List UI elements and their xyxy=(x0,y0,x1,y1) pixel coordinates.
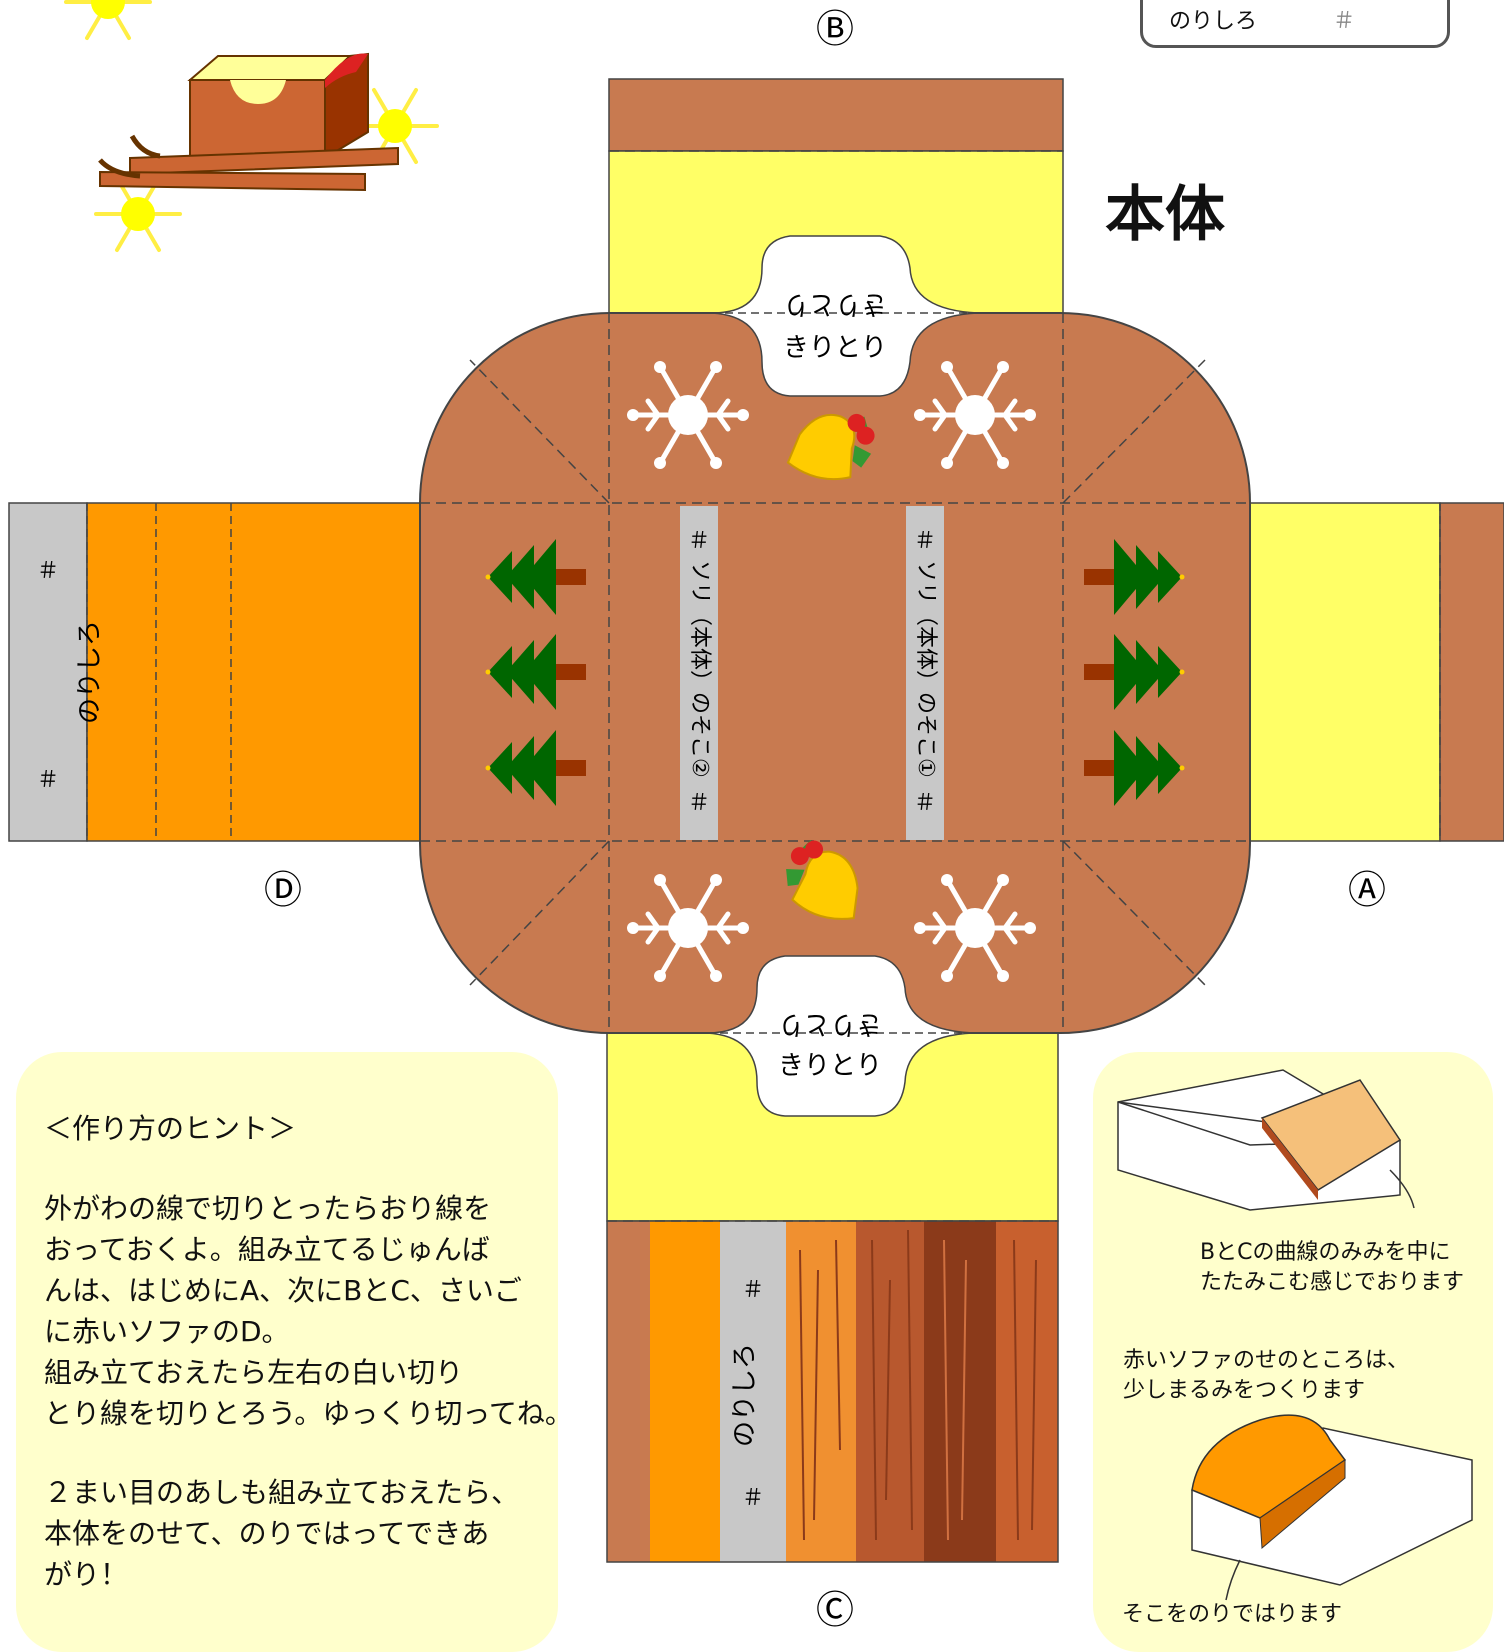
left-glue-strip xyxy=(8,502,88,842)
tip-1: BとCの曲線のみみを中に たたみこむ感じでおります xyxy=(1200,1240,1465,1295)
bottom-glue-strip-1 xyxy=(906,506,944,840)
cut-label-bottom-upside: きりとり xyxy=(778,1009,882,1039)
hash-mark: ＃ xyxy=(742,1278,764,1303)
hint-box xyxy=(16,1052,558,1652)
hint-heading: ＜作り方のヒント＞ xyxy=(44,1112,297,1145)
cut-label-top: きりとり xyxy=(783,333,887,363)
bottom-wood-strips xyxy=(606,1220,1059,1563)
marker-d: Ⓓ xyxy=(264,868,302,912)
left-glue-label: のりしろ xyxy=(75,620,105,724)
marker-a: Ⓐ xyxy=(1348,868,1386,912)
bottom-label-2: ソリ（本体）のそこ② xyxy=(687,560,712,778)
cut-label-bottom: きりとり xyxy=(778,1051,882,1081)
legend-mark: ＃ xyxy=(1333,9,1356,34)
tip-3: そこをのりではります xyxy=(1122,1602,1343,1627)
bottom-label-1: ソリ（本体）のそこ① xyxy=(913,560,938,778)
hash-mark: ＃ xyxy=(914,529,936,554)
yellow-snowflake-icon xyxy=(94,176,182,252)
legend: のりしろ ＃ xyxy=(1140,0,1450,48)
cutout-bottom xyxy=(706,955,974,1117)
page-title: 本体 xyxy=(1105,180,1225,250)
hash-mark: ＃ xyxy=(742,1486,764,1511)
hash-mark: ＃ xyxy=(688,529,710,554)
hint-paragraph-1: 外がわの線で切りとったらおり線を おっておくよ。組み立てるじゅんば んは、はじめ… xyxy=(44,1192,573,1430)
hash-mark: ＃ xyxy=(37,768,59,793)
legend-label: のりしろ xyxy=(1169,9,1258,34)
marker-b: Ⓑ xyxy=(816,7,854,51)
hash-mark: ＃ xyxy=(37,559,59,584)
right-flap-end xyxy=(1439,502,1504,842)
fold-lines xyxy=(420,150,1250,1222)
left-flap xyxy=(86,502,424,842)
hash-mark: ＃ xyxy=(688,791,710,816)
marker-c: Ⓒ xyxy=(816,1588,854,1627)
cutout-top xyxy=(711,235,979,397)
bottom-glue-label: のりしろ xyxy=(730,1343,760,1447)
hash-mark: ＃ xyxy=(914,791,936,816)
bottom-glue-strip-2 xyxy=(680,506,718,840)
yellow-snowflake-icon xyxy=(64,0,152,40)
cut-label-top-upside: きりとり xyxy=(783,289,887,319)
right-flap xyxy=(1244,502,1441,842)
sleigh-icon xyxy=(98,52,399,192)
top-flap-band xyxy=(608,78,1064,152)
hint-paragraph-2: ２まい目のあしも組み立ておえたら、 本体をのせて、のりではってできあ がり！ xyxy=(44,1476,520,1591)
tip-2: 赤いソファのせのところは、 少しまるみをつくります xyxy=(1123,1348,1410,1403)
